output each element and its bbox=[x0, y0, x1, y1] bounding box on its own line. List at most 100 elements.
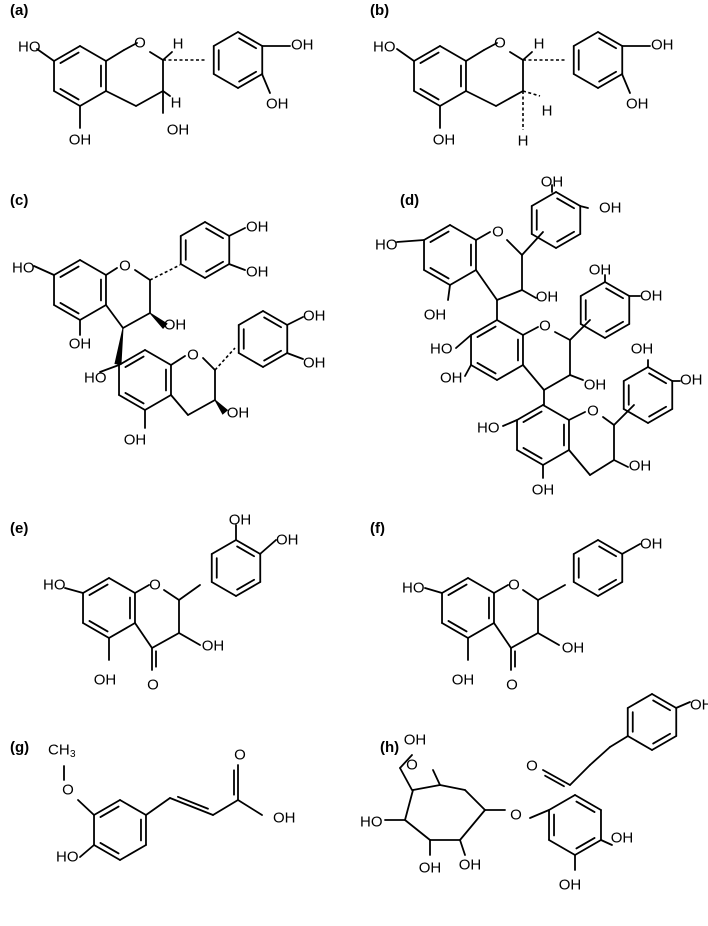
bond bbox=[404, 819, 431, 841]
bond bbox=[228, 263, 246, 271]
wedge-bond bbox=[149, 312, 168, 330]
atom-label: OH bbox=[124, 432, 147, 449]
bond bbox=[554, 331, 571, 341]
atom-label: O bbox=[508, 577, 520, 594]
bond bbox=[439, 45, 467, 62]
atom-label: OH bbox=[276, 532, 299, 549]
bond bbox=[99, 805, 120, 818]
dashed-bond bbox=[149, 264, 181, 281]
atom-label: OH bbox=[246, 264, 269, 281]
bond bbox=[621, 73, 631, 94]
atom-label: OH bbox=[536, 289, 559, 306]
bond bbox=[622, 366, 649, 382]
atom-label: O bbox=[187, 347, 199, 364]
bond bbox=[493, 622, 512, 649]
bond bbox=[413, 45, 441, 62]
atom-label: H bbox=[542, 103, 553, 120]
bond bbox=[597, 31, 624, 47]
atom-label: OH bbox=[404, 732, 427, 749]
atom-label: OH bbox=[599, 200, 622, 217]
atom-label: OH bbox=[164, 317, 187, 334]
atom-label: HO bbox=[477, 420, 500, 437]
bond bbox=[119, 799, 147, 816]
bond bbox=[419, 88, 440, 101]
bond bbox=[464, 364, 472, 377]
atom-label: OH bbox=[69, 336, 92, 353]
bond bbox=[647, 366, 674, 382]
bond bbox=[238, 70, 258, 83]
bond bbox=[79, 90, 107, 107]
bond bbox=[575, 837, 596, 850]
bond bbox=[556, 197, 576, 210]
bond bbox=[144, 394, 172, 411]
bond bbox=[476, 325, 497, 338]
bond bbox=[79, 259, 107, 276]
bond bbox=[286, 316, 304, 326]
bond bbox=[598, 578, 618, 591]
bond bbox=[652, 732, 672, 745]
bond bbox=[228, 227, 246, 237]
bond bbox=[235, 581, 262, 597]
atom-label: OH bbox=[680, 372, 703, 389]
bond bbox=[589, 459, 615, 476]
atom-label: HO bbox=[18, 39, 41, 56]
bond bbox=[108, 577, 136, 594]
atom-label: OH bbox=[94, 672, 117, 689]
bond bbox=[467, 622, 495, 639]
bond bbox=[429, 230, 450, 243]
atom-label: O bbox=[119, 258, 131, 275]
bond bbox=[530, 233, 557, 249]
atom-label: H bbox=[534, 36, 545, 53]
bond bbox=[598, 545, 618, 558]
bond bbox=[105, 304, 124, 329]
atom-label: OH bbox=[227, 405, 250, 422]
atom-label: O bbox=[492, 224, 504, 241]
panel-label: (g) bbox=[10, 739, 29, 756]
bond bbox=[263, 349, 283, 362]
atom-label: OH bbox=[541, 174, 564, 191]
bond bbox=[59, 51, 80, 64]
bond bbox=[237, 799, 263, 816]
subscript: 3 bbox=[70, 749, 76, 760]
bond bbox=[99, 842, 120, 855]
bond bbox=[651, 735, 678, 751]
bond bbox=[169, 797, 214, 816]
bond bbox=[506, 239, 523, 256]
bond bbox=[202, 357, 216, 371]
bond bbox=[465, 49, 485, 62]
bond bbox=[439, 784, 466, 791]
bond bbox=[652, 699, 672, 712]
atom-label: OH bbox=[202, 638, 225, 655]
bond bbox=[424, 587, 443, 594]
atom-label: OH bbox=[273, 810, 296, 827]
atom-label: OH bbox=[626, 96, 649, 113]
bond bbox=[555, 191, 582, 207]
bond bbox=[204, 263, 231, 279]
atom-label: HO bbox=[430, 341, 453, 358]
bond bbox=[621, 543, 641, 555]
bond bbox=[496, 289, 523, 301]
dashed-bond bbox=[214, 347, 236, 371]
bond bbox=[179, 221, 206, 237]
bond bbox=[459, 809, 486, 841]
bond bbox=[622, 408, 649, 424]
bond bbox=[542, 404, 570, 421]
panel-label: (a) bbox=[10, 2, 28, 19]
bond bbox=[648, 372, 668, 385]
atom-label: OH bbox=[640, 288, 663, 305]
atom-label: O bbox=[134, 35, 146, 52]
atom-label: OH bbox=[559, 877, 582, 894]
bond bbox=[648, 405, 668, 418]
bond bbox=[575, 800, 596, 813]
bond bbox=[170, 355, 186, 366]
bond bbox=[134, 584, 150, 594]
bond bbox=[598, 37, 618, 50]
bond bbox=[522, 447, 543, 460]
bond bbox=[119, 844, 147, 861]
bond bbox=[543, 374, 571, 391]
atom-label: OH bbox=[303, 355, 326, 372]
panel-label: (b) bbox=[370, 2, 389, 19]
atom-label: HO bbox=[375, 237, 398, 254]
